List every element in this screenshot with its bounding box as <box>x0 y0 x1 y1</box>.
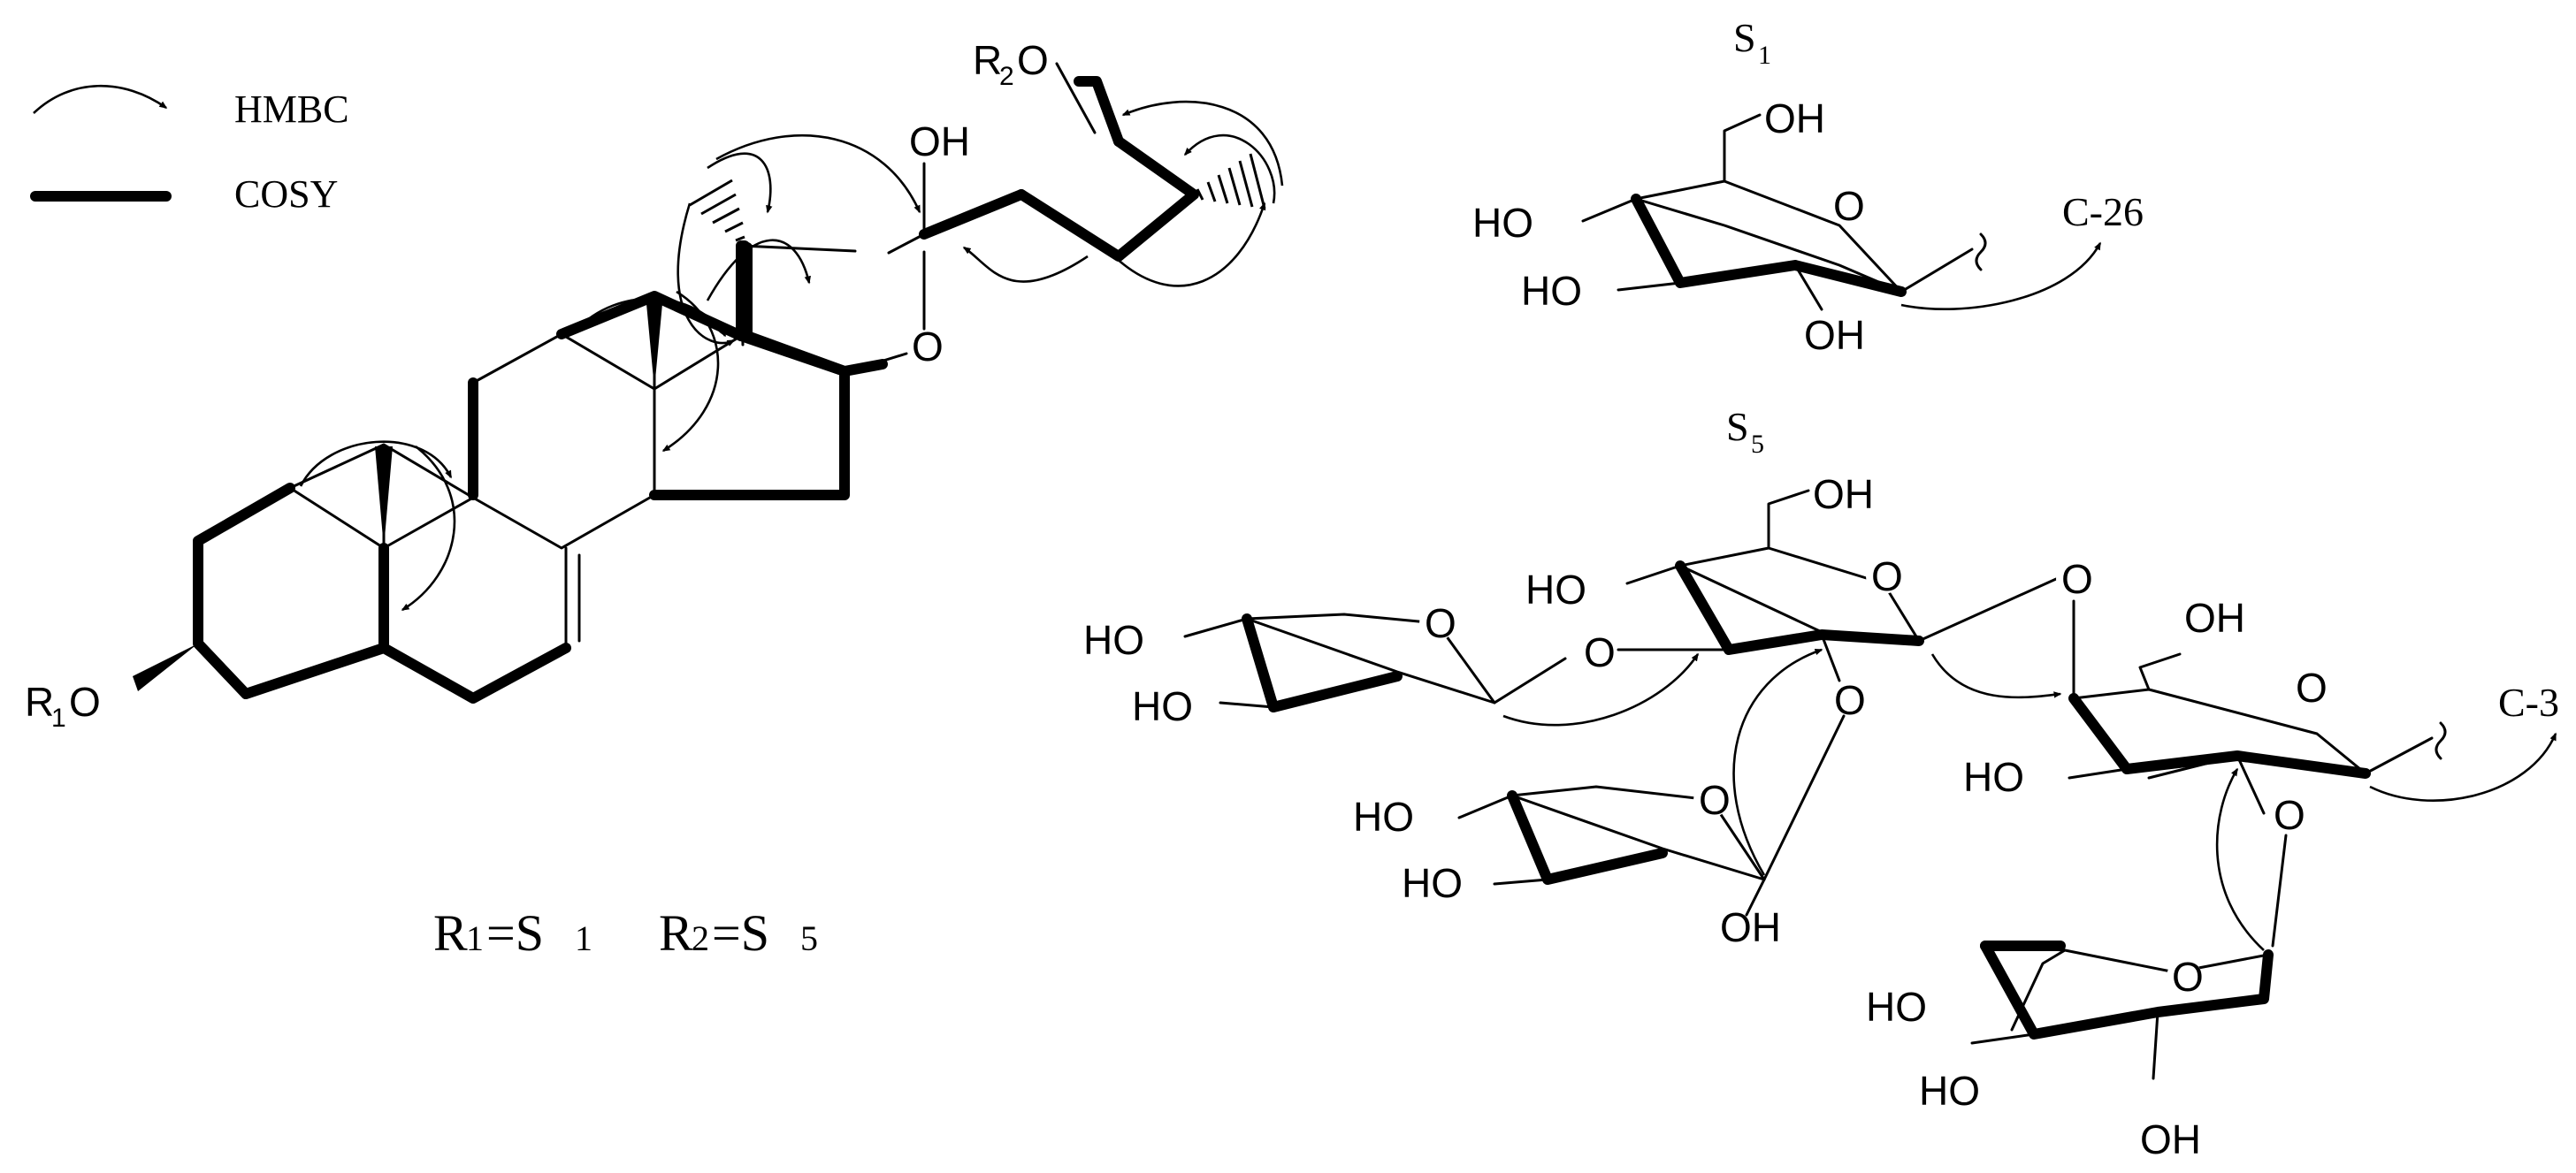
s1-title-sub: 1 <box>1758 41 1771 70</box>
aglycone-skeleton: O OH R 2 O R 1 O <box>25 37 1284 733</box>
assign-r2-sub: 2 <box>692 918 709 958</box>
legend-hmbc-arrow <box>33 84 168 114</box>
s1-link-target: C-26 <box>2062 189 2144 234</box>
r1-label: R <box>25 679 54 725</box>
xyl2-oh: OH <box>1720 904 1781 950</box>
r2-oxygen: O <box>1017 37 1049 83</box>
xyl1-ho2: HO <box>1132 683 1193 729</box>
glc-upper-ring-oxygen: O <box>1871 553 1903 599</box>
xyl1-ho1: HO <box>1083 617 1144 663</box>
s1-oh-top: OH <box>1764 95 1825 141</box>
glc-main-ring-oxygen: O <box>2296 665 2328 711</box>
assign-r1-sub: 1 <box>466 918 484 958</box>
xyl2-ho2: HO <box>1402 860 1463 906</box>
legend: HMBC COSY <box>30 84 349 216</box>
r1-oxygen: O <box>69 679 101 725</box>
xyl2-ring-oxygen: O <box>1699 777 1731 823</box>
c22-hydroxyl-label: OH <box>909 118 970 164</box>
s5-title-sub: 5 <box>1751 430 1764 459</box>
rha-ho1: HO <box>1866 984 1927 1030</box>
r2-subscript: 2 <box>999 62 1014 91</box>
legend-cosy-label: COSY <box>234 172 338 216</box>
assign-s1-sub: 1 <box>575 918 592 958</box>
r1-subscript: 1 <box>51 704 66 733</box>
rha-ho2: HO <box>1919 1068 1980 1114</box>
assign-r2: R <box>659 904 693 962</box>
s1-ring-oxygen: O <box>1833 183 1865 229</box>
substituent-assignment: R 1 =S 1 R 2 =S 5 <box>433 904 818 962</box>
s5-oligosaccharide: S 5 O HO HO O OH HO O O O <box>1083 404 2559 1162</box>
s5-title: S <box>1726 404 1749 449</box>
xyl2-ho1: HO <box>1353 794 1414 840</box>
glc-link-oxygen: O <box>2061 556 2093 602</box>
rha-ring-oxygen: O <box>2172 954 2204 1000</box>
glc-main-rha-oxygen: O <box>2274 792 2305 838</box>
assign-eq2: =S <box>712 904 769 962</box>
ring-oxygen-label: O <box>912 324 944 369</box>
glc-inner-oxygen: O <box>1834 677 1866 723</box>
s1-oh-bottom: OH <box>1804 312 1865 358</box>
r2-label: R <box>973 37 1002 83</box>
glc-main-oh: OH <box>2184 595 2245 641</box>
legend-hmbc-label: HMBC <box>234 88 349 131</box>
assign-r1: R <box>433 904 468 962</box>
xyl1-ring-oxygen: O <box>1425 600 1456 646</box>
assign-s5-sub: 5 <box>800 918 818 958</box>
assign-eq1: =S <box>486 904 544 962</box>
glc-main-ho: HO <box>1963 754 2024 800</box>
glc-upper-oh: OH <box>1813 471 1874 517</box>
glc-upper-link-oxygen: O <box>1584 629 1616 675</box>
s1-ho-lower: HO <box>1521 268 1582 314</box>
s1-title: S <box>1733 15 1756 60</box>
s1-glucose: S 1 O OH HO HO OH C-26 <box>1472 15 2144 358</box>
s1-ho-upper: HO <box>1472 200 1533 246</box>
s5-link-target: C-3 <box>2498 680 2559 725</box>
rha-oh: OH <box>2140 1116 2201 1162</box>
glc-upper-ho: HO <box>1525 567 1586 613</box>
